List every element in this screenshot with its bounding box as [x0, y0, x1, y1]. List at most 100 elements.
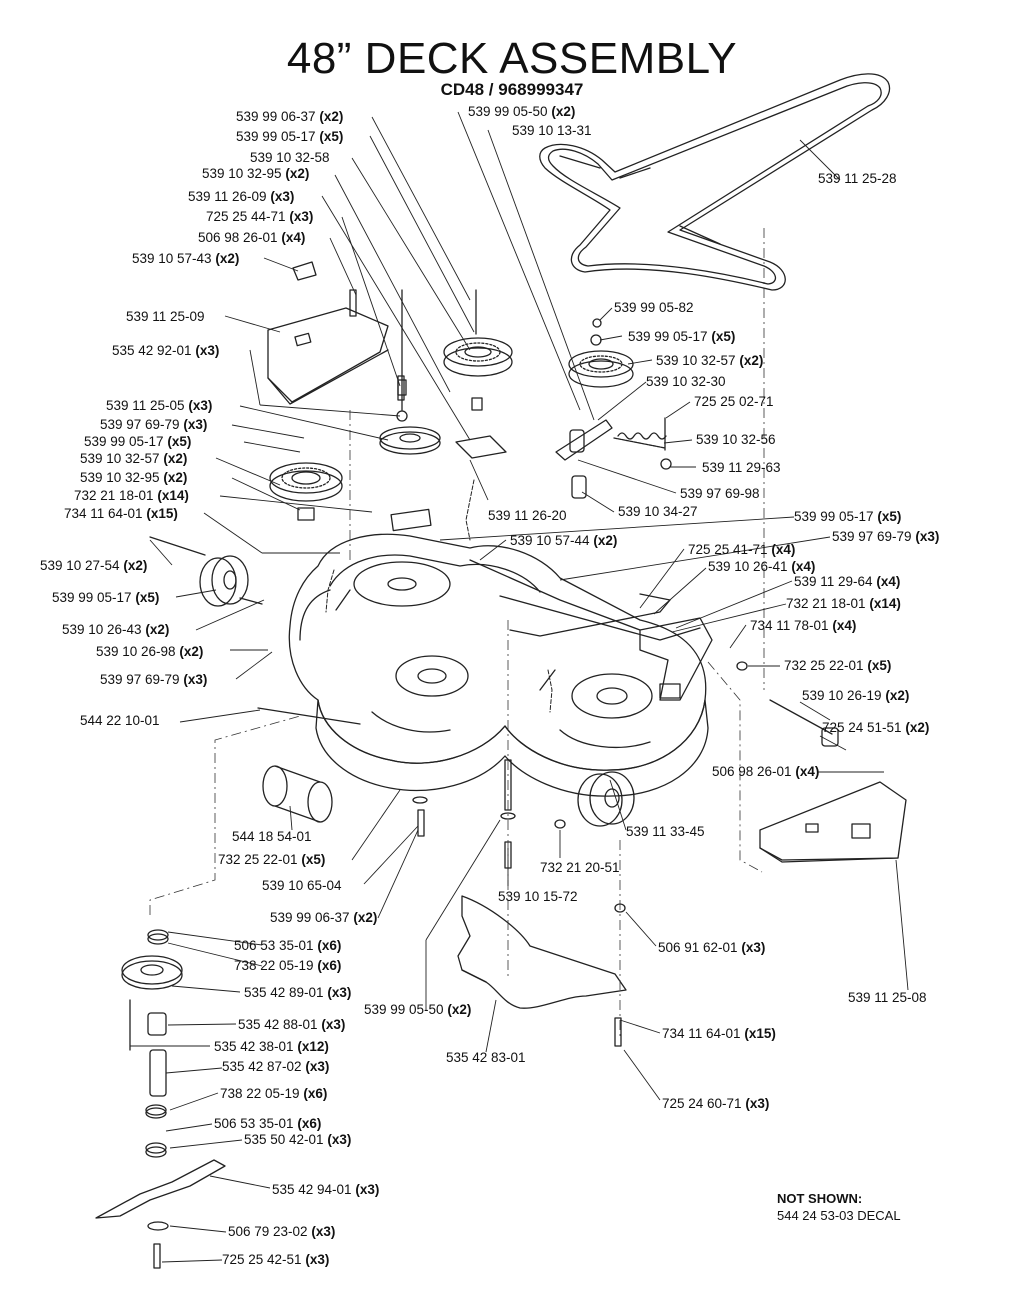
part-label: 734 11 78-01 (x4) [750, 618, 857, 633]
part-label: 539 97 69-98 [680, 486, 760, 501]
not-shown-heading: NOT SHOWN: [777, 1191, 863, 1206]
alignment-lines [149, 228, 765, 1040]
part-label: 535 42 38-01 (x12) [214, 1039, 329, 1054]
hanger-bracket [639, 617, 713, 701]
part-label: 506 98 26-01 (x4) [198, 230, 306, 245]
part-label: 725 25 02-71 [694, 394, 774, 409]
leader-lines [130, 111, 909, 1263]
part-label: 539 10 32-58 [250, 150, 330, 165]
part-label: 725 24 51-51 (x2) [822, 720, 930, 735]
part-label: 539 10 26-19 (x2) [802, 688, 910, 703]
spindle-cover-right [759, 781, 907, 863]
drive-belt [539, 73, 891, 291]
part-label: 539 10 32-57 (x2) [656, 353, 764, 368]
part-label: 539 10 26-41 (x4) [708, 559, 816, 574]
bolt-6 [397, 375, 405, 401]
idler-pulley-left [379, 289, 441, 455]
washer-2 [412, 796, 428, 804]
part-label: 539 97 69-79 (x3) [100, 417, 208, 432]
part-label: 539 99 05-17 (x5) [236, 129, 344, 144]
part-label: 539 97 69-79 (x3) [100, 672, 208, 687]
part-label: 539 10 13-31 [512, 123, 592, 138]
part-label: 539 10 34-27 [618, 504, 698, 519]
spindle-cover-left [267, 307, 389, 405]
part-label: 539 99 06-37 (x2) [270, 910, 378, 925]
part-label: 539 11 29-64 (x4) [794, 574, 901, 589]
part-label: 539 10 32-30 [646, 374, 726, 389]
part-label: 539 10 32-95 (x2) [202, 166, 310, 181]
part-label: 539 10 26-43 (x2) [62, 622, 170, 637]
belt-guide-plate [455, 435, 507, 459]
part-label: 732 25 22-01 (x5) [784, 658, 892, 673]
deck-rod [257, 707, 361, 725]
part-label: 506 53 35-01 (x6) [234, 938, 342, 953]
part-label: 506 53 35-01 (x6) [214, 1116, 322, 1131]
spindle-pulley-right [568, 318, 634, 388]
part-label: 539 10 57-43 (x2) [132, 251, 240, 266]
part-label: 539 10 32-57 (x2) [80, 451, 188, 466]
part-label: 535 42 89-01 (x3) [244, 985, 352, 1000]
part-label: 539 10 32-56 [696, 432, 776, 447]
not-shown-item: 544 24 53-03 DECAL [777, 1208, 901, 1223]
part-label: 544 18 54-01 [232, 829, 312, 844]
washer-1 [500, 812, 516, 820]
part-label: 539 10 65-04 [262, 878, 342, 893]
deck-chain [325, 479, 553, 713]
idler-arm-assembly [555, 417, 672, 499]
bolt-3 [417, 809, 425, 837]
mower-deck [288, 508, 709, 797]
diagram-title: 48” DECK ASSEMBLY [286, 34, 738, 83]
part-label: 535 42 94-01 (x3) [272, 1182, 380, 1197]
part-label: 539 97 69-79 (x3) [832, 529, 940, 544]
part-label: 539 11 25-05 (x3) [106, 398, 213, 413]
part-label: 734 11 64-01 (x15) [64, 506, 178, 521]
part-label: 506 79 23-02 (x3) [228, 1224, 336, 1239]
part-label: 738 22 05-19 (x6) [220, 1086, 328, 1101]
part-label: 539 11 29-63 [702, 460, 781, 475]
part-label: 539 99 05-17 (x5) [794, 509, 902, 524]
nut-1 [554, 819, 566, 829]
part-label: 539 11 25-09 [126, 309, 205, 324]
part-label: 535 50 42-01 (x3) [244, 1132, 352, 1147]
model-number: CD48 / 968999347 [440, 80, 584, 99]
part-label: 725 25 41-71 (x4) [688, 542, 796, 557]
part-label: 535 42 83-01 [446, 1050, 526, 1065]
part-label: 535 42 88-01 (x3) [238, 1017, 346, 1032]
part-label: 539 99 05-17 (x5) [52, 590, 160, 605]
part-label: 725 25 42-51 (x3) [222, 1252, 330, 1267]
bracket-part [292, 261, 317, 281]
part-label: 539 10 26-98 (x2) [96, 644, 204, 659]
part-label: 506 98 26-01 (x4) [712, 764, 820, 779]
part-label: 535 42 92-01 (x3) [112, 343, 220, 358]
part-label: 539 10 32-95 (x2) [80, 470, 188, 485]
part-label: 732 21 18-01 (x14) [74, 488, 189, 503]
deck-roller [262, 765, 333, 823]
part-label: 539 99 05-17 (x5) [628, 329, 736, 344]
part-label: 725 25 44-71 (x3) [206, 209, 314, 224]
part-label: 732 25 22-01 (x5) [218, 852, 326, 867]
part-label: 732 21 20-51 [540, 860, 620, 875]
part-label: 732 21 18-01 (x14) [786, 596, 901, 611]
part-label: 544 22 10-01 [80, 713, 160, 728]
spindle-pulley-center [443, 289, 513, 411]
mower-blade [95, 1159, 226, 1219]
gauge-wheel-right [577, 771, 635, 827]
spindle-pulley-left [269, 462, 343, 521]
part-label: 539 99 06-37 (x2) [236, 109, 344, 124]
part-label: 539 11 33-45 [626, 824, 705, 839]
part-label: 734 11 64-01 (x15) [662, 1026, 776, 1041]
part-label: 539 10 57-44 (x2) [510, 533, 618, 548]
blade-spindle-stack [121, 929, 183, 1158]
part-label: 539 99 05-50 (x2) [364, 1002, 472, 1017]
part-label: 506 91 62-01 (x3) [658, 940, 766, 955]
part-label: 539 10 27-54 (x2) [40, 558, 148, 573]
bolt-1 [349, 289, 357, 317]
pivot-rod [769, 699, 833, 735]
part-label: 539 99 05-17 (x5) [84, 434, 192, 449]
part-label: 539 11 26-20 [488, 508, 567, 523]
part-label: 539 11 25-08 [848, 990, 927, 1005]
part-label: 738 22 05-19 (x6) [234, 958, 342, 973]
part-label: 539 10 15-72 [498, 889, 578, 904]
